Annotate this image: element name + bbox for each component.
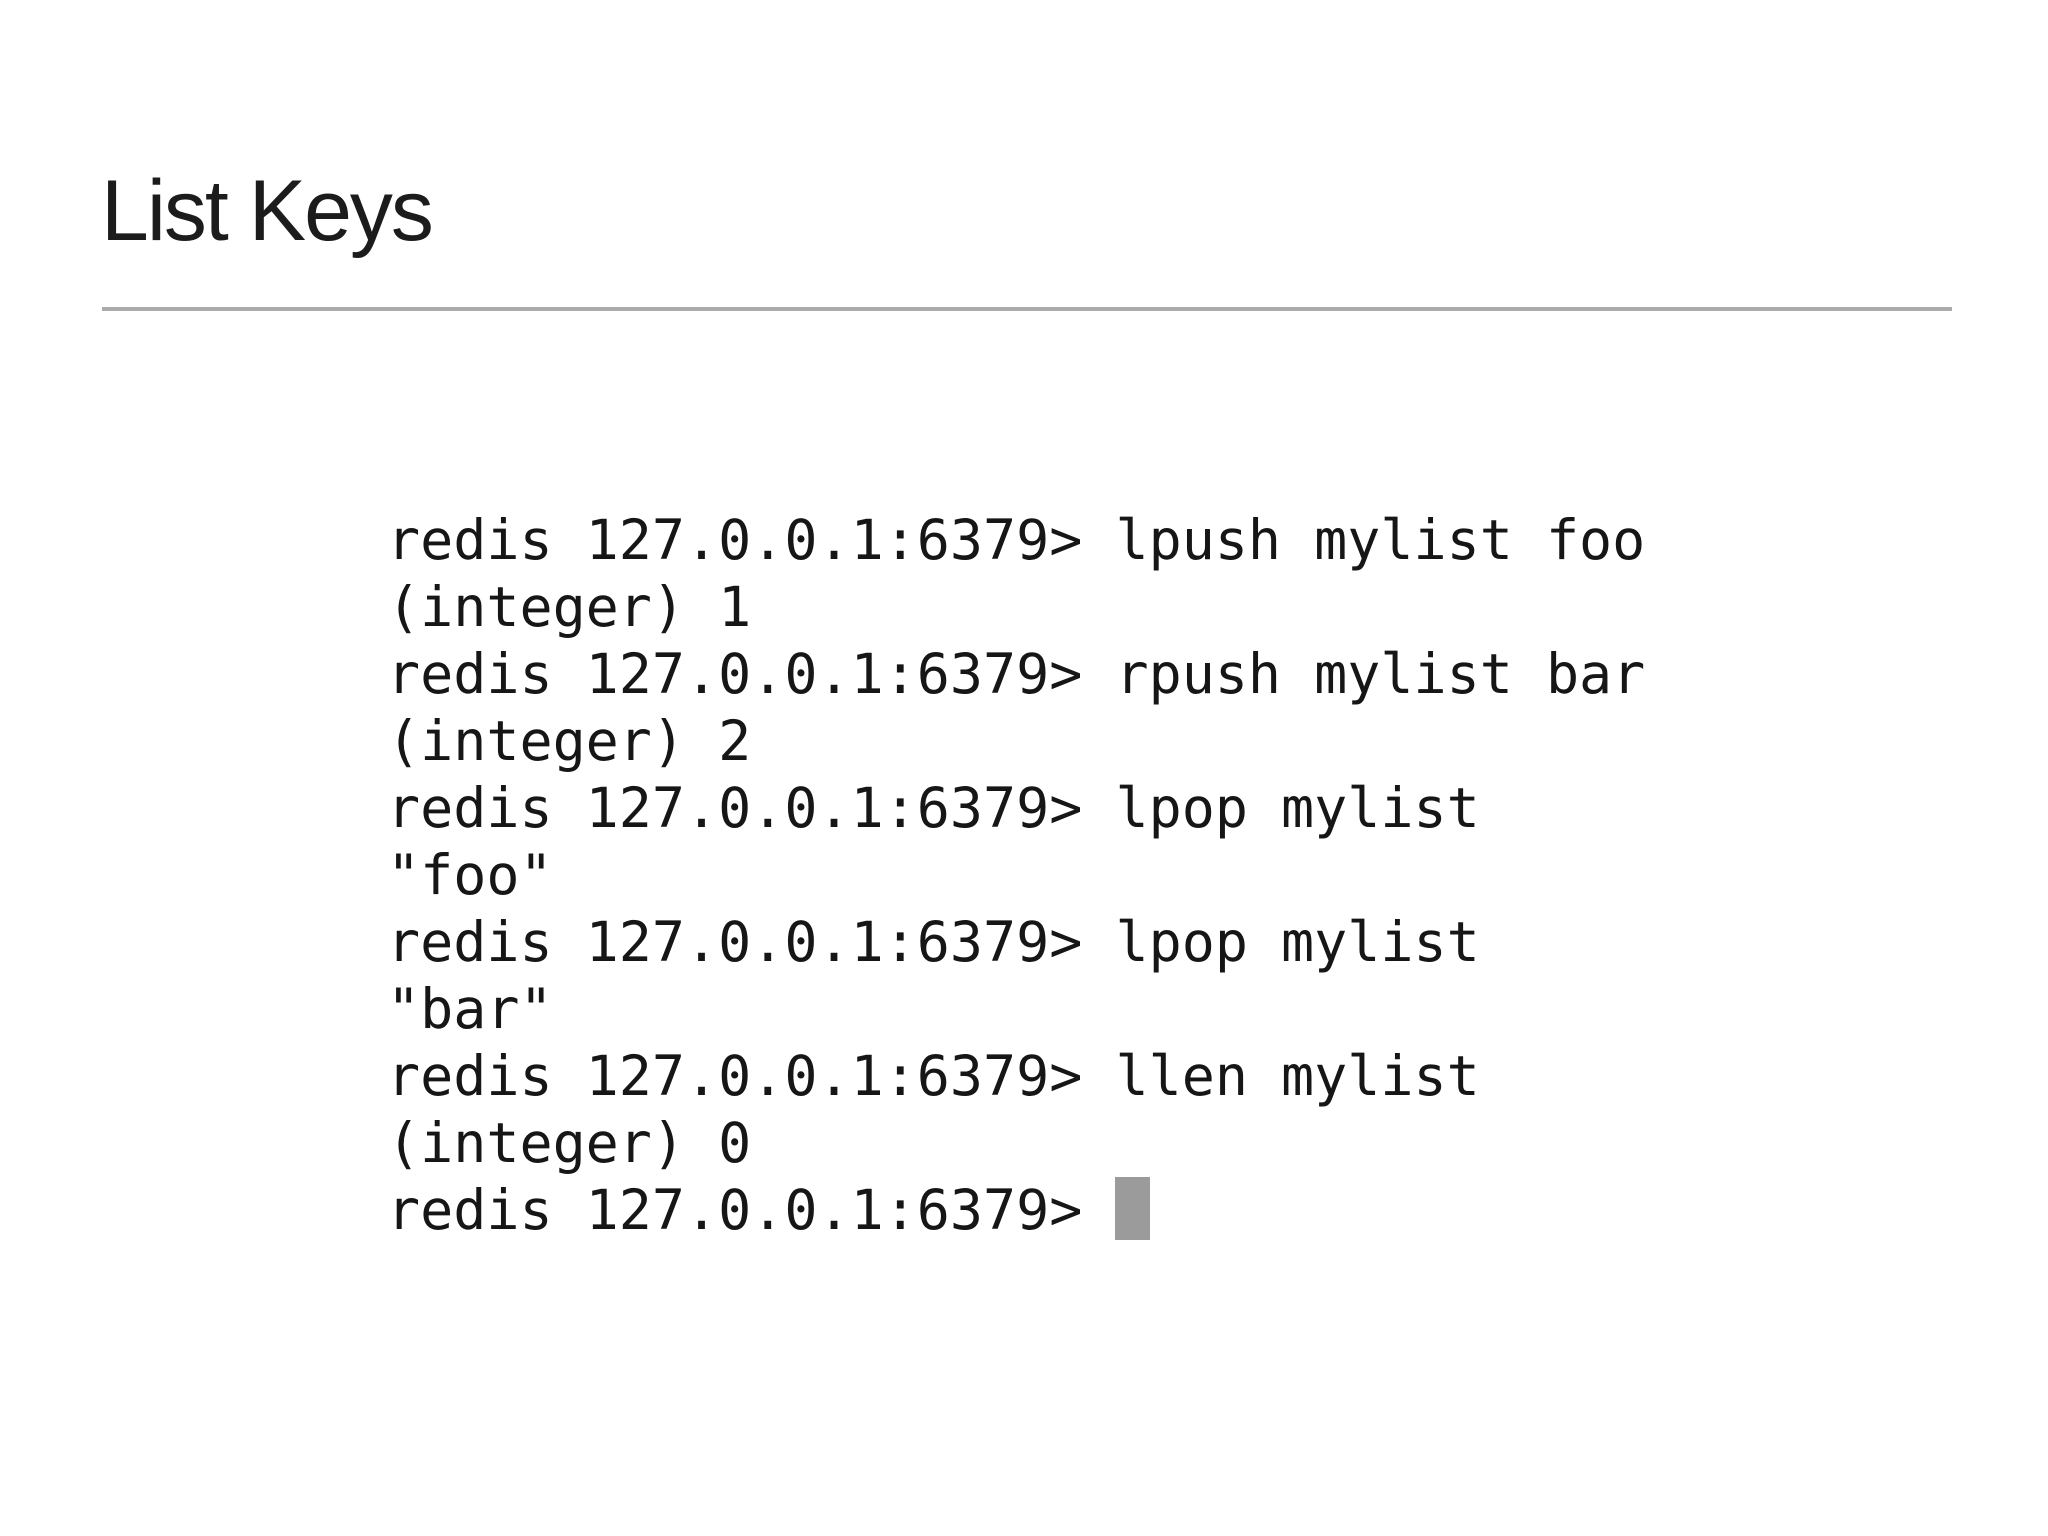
terminal-line: (integer) 1: [387, 574, 1645, 641]
terminal-line-text: redis 127.0.0.1:6379>: [387, 1178, 1116, 1242]
terminal-line-text: (integer) 1: [387, 575, 752, 639]
terminal-line-text: "foo": [387, 843, 553, 907]
terminal-output: redis 127.0.0.1:6379> lpush mylist foo(i…: [387, 507, 1645, 1244]
terminal-line: (integer) 0: [387, 1110, 1645, 1177]
terminal-line-text: redis 127.0.0.1:6379> llen mylist: [387, 1044, 1480, 1108]
terminal-line-text: redis 127.0.0.1:6379> rpush mylist bar: [387, 642, 1646, 706]
terminal-line-text: (integer) 0: [387, 1111, 752, 1175]
terminal-line-text: "bar": [387, 977, 553, 1041]
terminal-line-text: redis 127.0.0.1:6379> lpush mylist foo: [387, 508, 1646, 572]
terminal-line: redis 127.0.0.1:6379>: [387, 1177, 1645, 1244]
title-divider: [102, 307, 1952, 311]
terminal-line-text: redis 127.0.0.1:6379> lpop mylist: [387, 910, 1480, 974]
terminal-cursor: [1115, 1177, 1151, 1240]
page-title: List Keys: [101, 163, 434, 259]
terminal-line: "foo": [387, 842, 1645, 909]
terminal-line: "bar": [387, 976, 1645, 1043]
terminal-line: redis 127.0.0.1:6379> rpush mylist bar: [387, 641, 1645, 708]
terminal-line: redis 127.0.0.1:6379> lpop mylist: [387, 775, 1645, 842]
terminal-line-text: (integer) 2: [387, 709, 752, 773]
terminal-line: (integer) 2: [387, 708, 1645, 775]
terminal-line: redis 127.0.0.1:6379> llen mylist: [387, 1043, 1645, 1110]
terminal-line: redis 127.0.0.1:6379> lpop mylist: [387, 909, 1645, 976]
terminal-line-text: redis 127.0.0.1:6379> lpop mylist: [387, 776, 1480, 840]
terminal-line: redis 127.0.0.1:6379> lpush mylist foo: [387, 507, 1645, 574]
